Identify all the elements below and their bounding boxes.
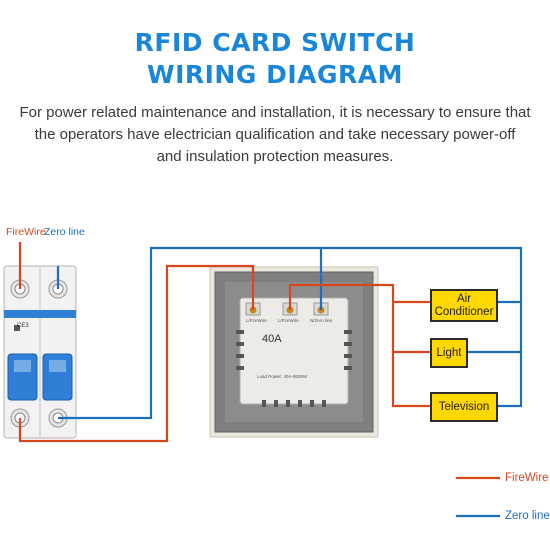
terminal-label-2: L/FireWire [278,318,299,323]
legend-zeroline-label: Zero line [505,510,550,522]
load-light-label: Light [436,346,462,359]
diagram-title-line2: WIRING DIAGRAM [147,60,403,89]
load-television: Television [430,392,498,422]
description-line3: and insulation protection measures. [156,148,394,165]
terminal-label-3: N/Zero line [310,318,333,323]
diagram-title-line1: RFID CARD SWITCH [134,28,416,57]
load-air-conditioner-line1: Air [456,292,472,305]
safety-description: For power related maintenance and instal… [16,102,534,168]
breaker-mark: CE3 [17,323,29,329]
terminal-label-1: L/FireWire [246,318,267,323]
load-light: Light [430,338,468,368]
description-line2: the operators have electrician qualifica… [34,126,516,143]
breaker-firewire-label: FireWire [6,226,46,238]
circuit-breaker [3,265,77,439]
load-television-label: Television [438,400,490,413]
breaker-zeroline-label: Zero line [44,226,85,238]
load-air-conditioner-line2: Conditioner [434,305,494,318]
rfid-switch-panel [209,266,379,438]
description-line1: For power related maintenance and instal… [19,104,531,121]
switch-rating: 40A [262,333,282,345]
fire-wire-wires [18,242,500,480]
switch-load-text: Load Power: 40A-8000W [257,374,308,379]
legend-firewire-label: FireWire [505,472,549,484]
load-air-conditioner: Air Conditioner [430,289,498,322]
